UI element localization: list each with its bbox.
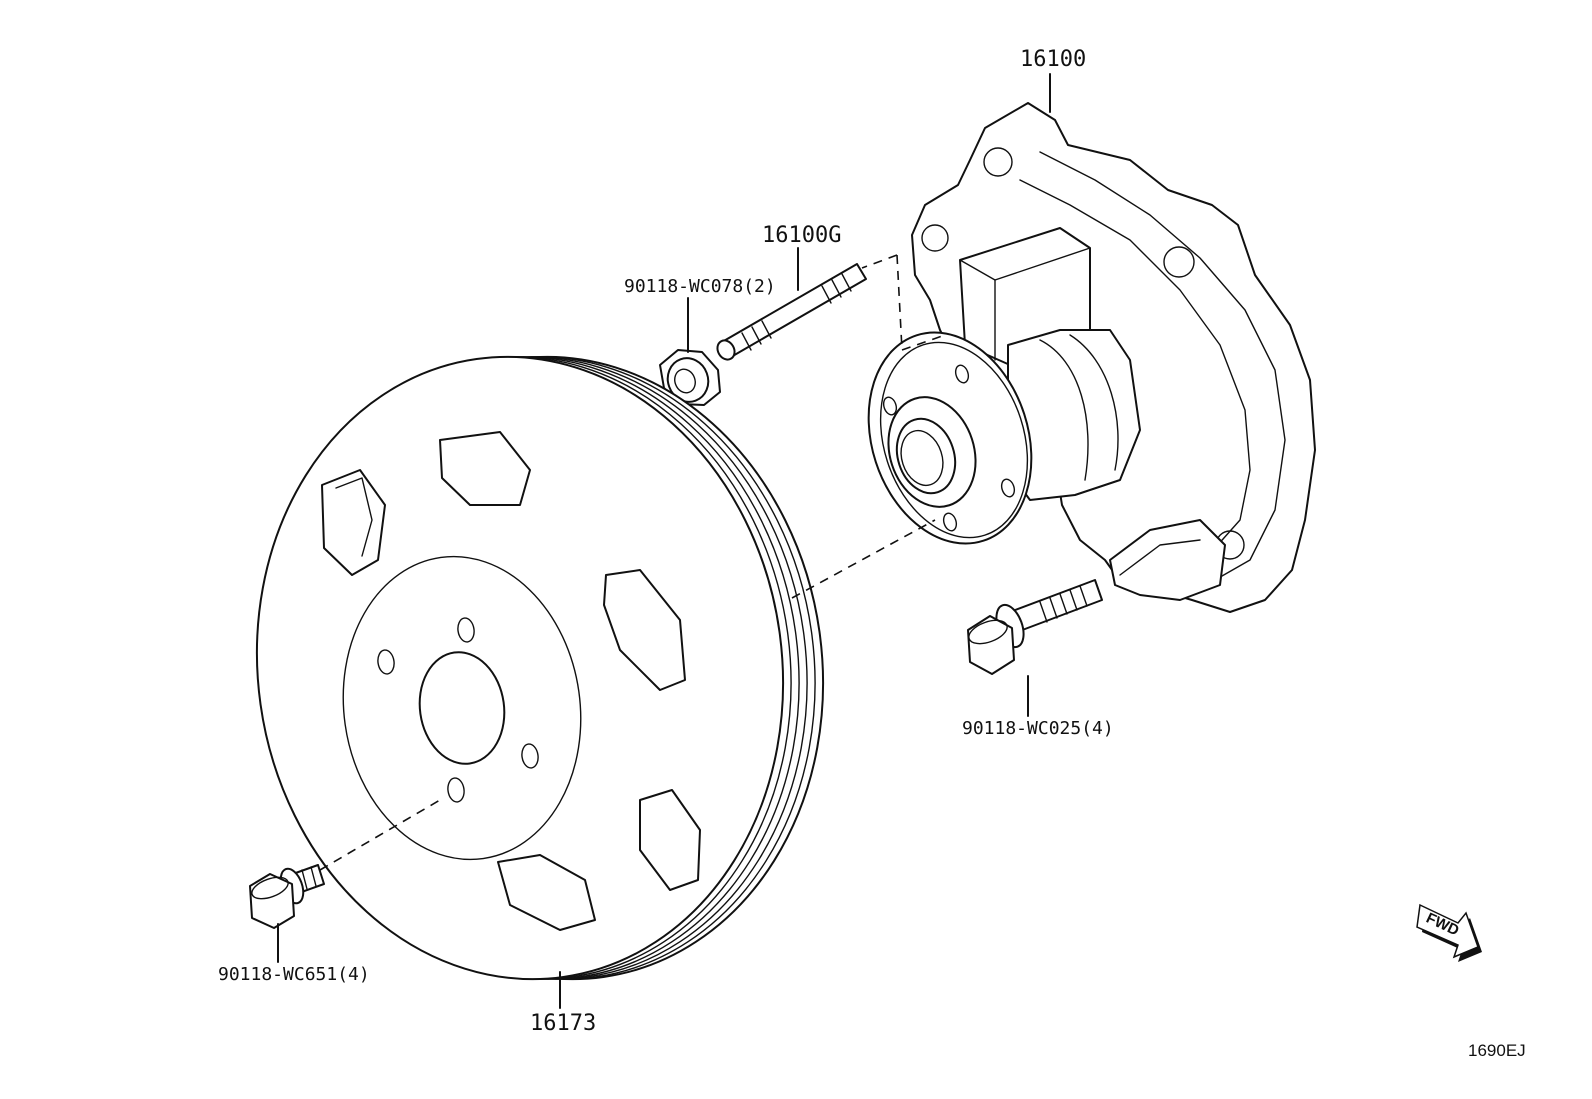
pulley-16173 (255, 355, 825, 981)
gasket-hint (861, 254, 946, 351)
callout-stud: 90118-WC078(2) (624, 276, 776, 297)
callout-water-pump: 16100 (1020, 47, 1086, 72)
callout-pump-bolt: 90118-WC025(4) (962, 718, 1114, 739)
callout-gasket: 16100G (762, 223, 841, 248)
callout-pulley-bolt: 90118-WC651(4) (218, 964, 370, 985)
bolt-90118-wc025 (967, 579, 1103, 675)
callout-pulley: 16173 (530, 1011, 596, 1036)
bolt-90118-wc651 (249, 864, 325, 929)
diagram-code: 1690EJ (1468, 1041, 1526, 1060)
nut-90118-wc078 (659, 349, 721, 406)
fwd-arrow-icon: FWD (1416, 903, 1482, 962)
water-pump-16100 (867, 102, 1316, 613)
stud-16100g (716, 263, 867, 361)
assembly-lines (319, 519, 936, 871)
leader-lines (277, 73, 1051, 1009)
